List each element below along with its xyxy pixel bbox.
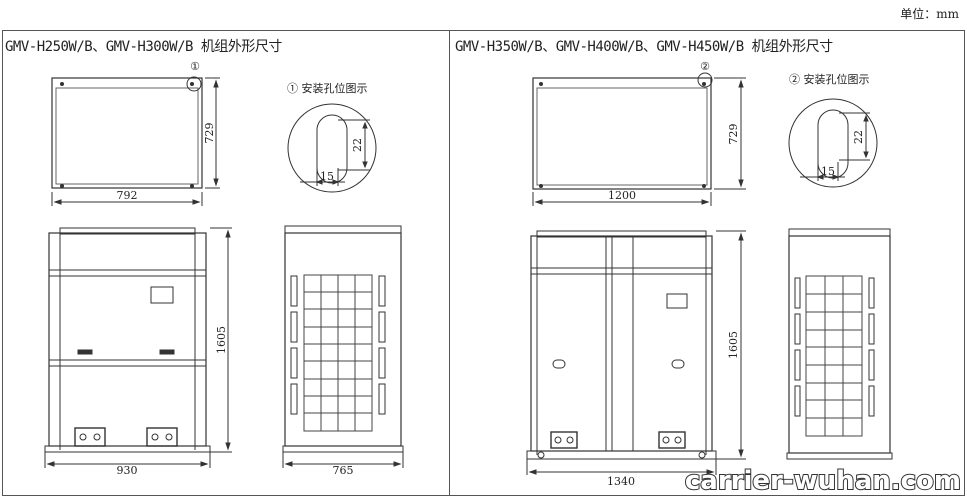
hole-detail-right	[788, 98, 878, 188]
dim-hole-w-right: 15	[821, 165, 835, 178]
dim-front-width-right: 1340	[607, 475, 635, 488]
dim-hole-w-left: 15	[320, 170, 334, 183]
dim-front-height-left: 1605	[215, 326, 228, 354]
dim-hole-h-right: 22	[852, 130, 865, 144]
panel-title-left: GMV-H250W/B、GMV-H300W/B 机组外形尺寸	[5, 39, 282, 55]
dim-hole-h-left: 22	[351, 138, 364, 152]
watermark: carrier-wuhan.com	[684, 465, 962, 497]
dim-front-height-right: 1605	[727, 331, 740, 359]
hole-marker-left: ①	[190, 60, 200, 73]
front-view-left	[44, 227, 232, 468]
front-view-right	[526, 230, 746, 475]
dim-top-width-left: 792	[117, 189, 138, 202]
panel-divider	[449, 30, 450, 496]
side-view-left	[282, 225, 404, 468]
unit-label: 单位：mm	[900, 7, 959, 21]
hole-caption-left: ① 安装孔位图示	[287, 81, 368, 95]
panel-title-right: GMV-H350W/B、GMV-H400W/B、GMV-H450W/B 机组外形…	[455, 39, 833, 55]
hole-caption-right: ② 安装孔位图示	[789, 72, 870, 86]
side-view-right	[786, 228, 893, 460]
dim-top-width-right: 1200	[608, 189, 636, 202]
dim-front-width-left: 930	[117, 464, 138, 477]
dim-top-depth-right: 729	[727, 124, 740, 145]
top-view-left	[51, 76, 220, 206]
hole-marker-right: ②	[700, 60, 710, 73]
dim-side-width-left: 765	[333, 464, 354, 477]
drawing-frame	[2, 30, 965, 496]
top-view-right	[532, 72, 746, 206]
hole-detail-left	[287, 103, 377, 193]
dim-top-depth-left: 729	[203, 123, 216, 144]
